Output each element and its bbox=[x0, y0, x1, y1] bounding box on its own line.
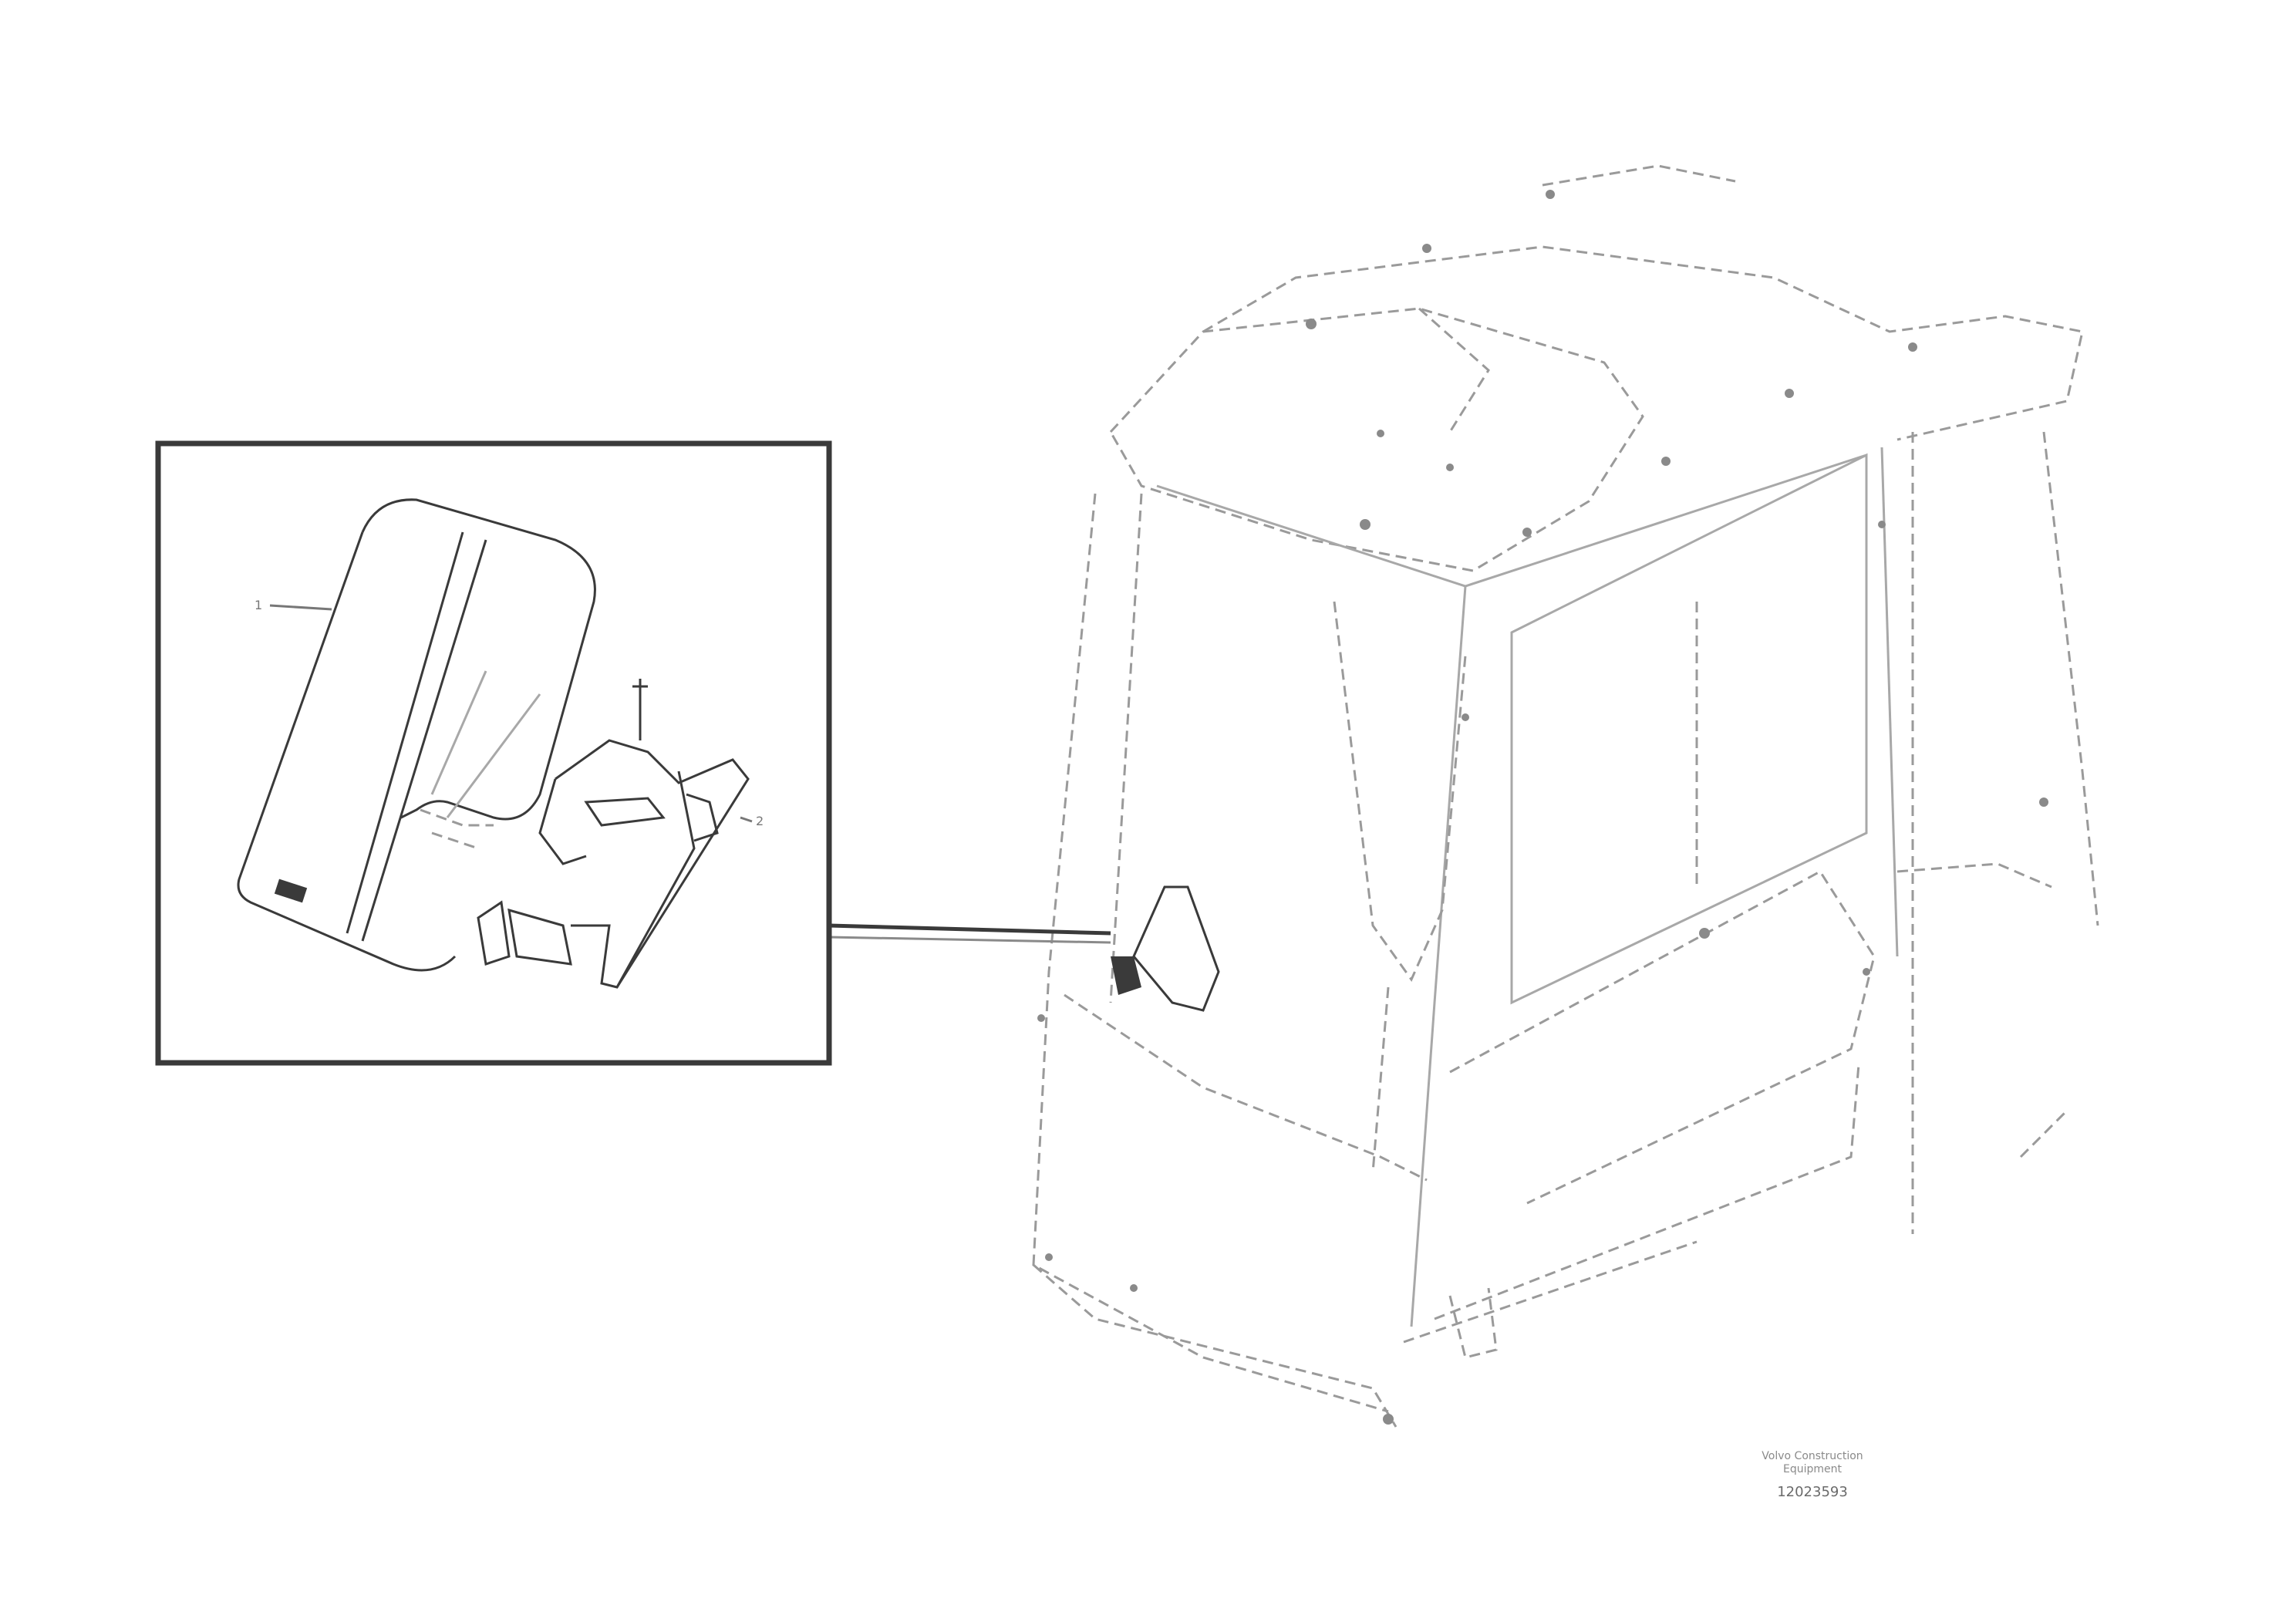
copyright-line-1: Volvo Construction bbox=[1762, 1450, 1863, 1462]
mounting-bracket bbox=[477, 679, 750, 989]
callout-leaders bbox=[269, 604, 753, 823]
detail-inset: 1 2 bbox=[155, 440, 832, 1066]
lever-housing bbox=[237, 498, 596, 972]
callout-label-2: 2 bbox=[756, 814, 764, 828]
detail-connector-line bbox=[828, 923, 1111, 944]
drawing-footer: Volvo Construction Equipment 12023593 bbox=[1697, 1450, 1928, 1500]
drawing-code: 12023593 bbox=[1777, 1484, 1848, 1500]
callout-label-1: 1 bbox=[255, 598, 262, 612]
cab-outline bbox=[1032, 164, 2099, 1428]
detail-frame bbox=[155, 440, 832, 1066]
copyright-line-2: Equipment bbox=[1783, 1463, 1842, 1475]
control-lever-on-cab bbox=[1111, 885, 1220, 1012]
